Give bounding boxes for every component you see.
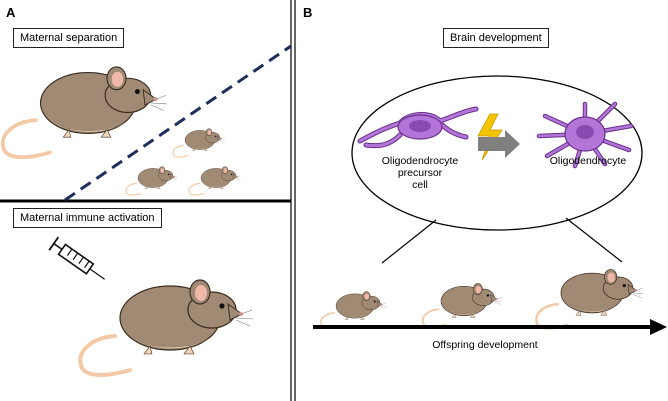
pup-mouse-icon (172, 128, 226, 158)
offspring-development-label: Offspring development (432, 339, 538, 351)
opc-cell-icon (357, 106, 479, 149)
bubble-pointer-right (565, 217, 623, 263)
opc-label-line-3: cell (412, 179, 428, 191)
mia-mouse-icon (78, 278, 256, 377)
pup-mouse-icon (188, 166, 242, 196)
offspring-medium-mouse-icon (421, 282, 504, 329)
mother-mouse-icon (0, 65, 169, 160)
separation-dashed-line (64, 44, 292, 202)
offspring-large-mouse-icon (535, 268, 645, 330)
pup-mouse-icon (125, 166, 179, 196)
opc-label-line-1: Oligodendrocyte (381, 155, 459, 167)
oligodendrocyte-label: Oligodendrocyte (549, 155, 627, 167)
opc-label-line-2: precursor (397, 167, 443, 179)
transition-arrow (478, 130, 520, 158)
syringe-icon (48, 236, 105, 280)
development-arrowhead (650, 319, 667, 335)
oligodendrocyte-cell-icon (536, 101, 634, 169)
maternal-separation-label: Maternal separation (13, 28, 125, 48)
offspring-small-mouse-icon (320, 290, 388, 329)
maternal-immune-activation-label: Maternal immune activation (13, 208, 162, 228)
bubble-pointer-left (381, 219, 437, 264)
panel-letter-a: A (6, 5, 16, 20)
opc-label: Oligodendrocyte precursor cell (370, 155, 470, 191)
panel-letter-b: B (303, 5, 313, 20)
brain-development-label: Brain development (443, 28, 549, 48)
